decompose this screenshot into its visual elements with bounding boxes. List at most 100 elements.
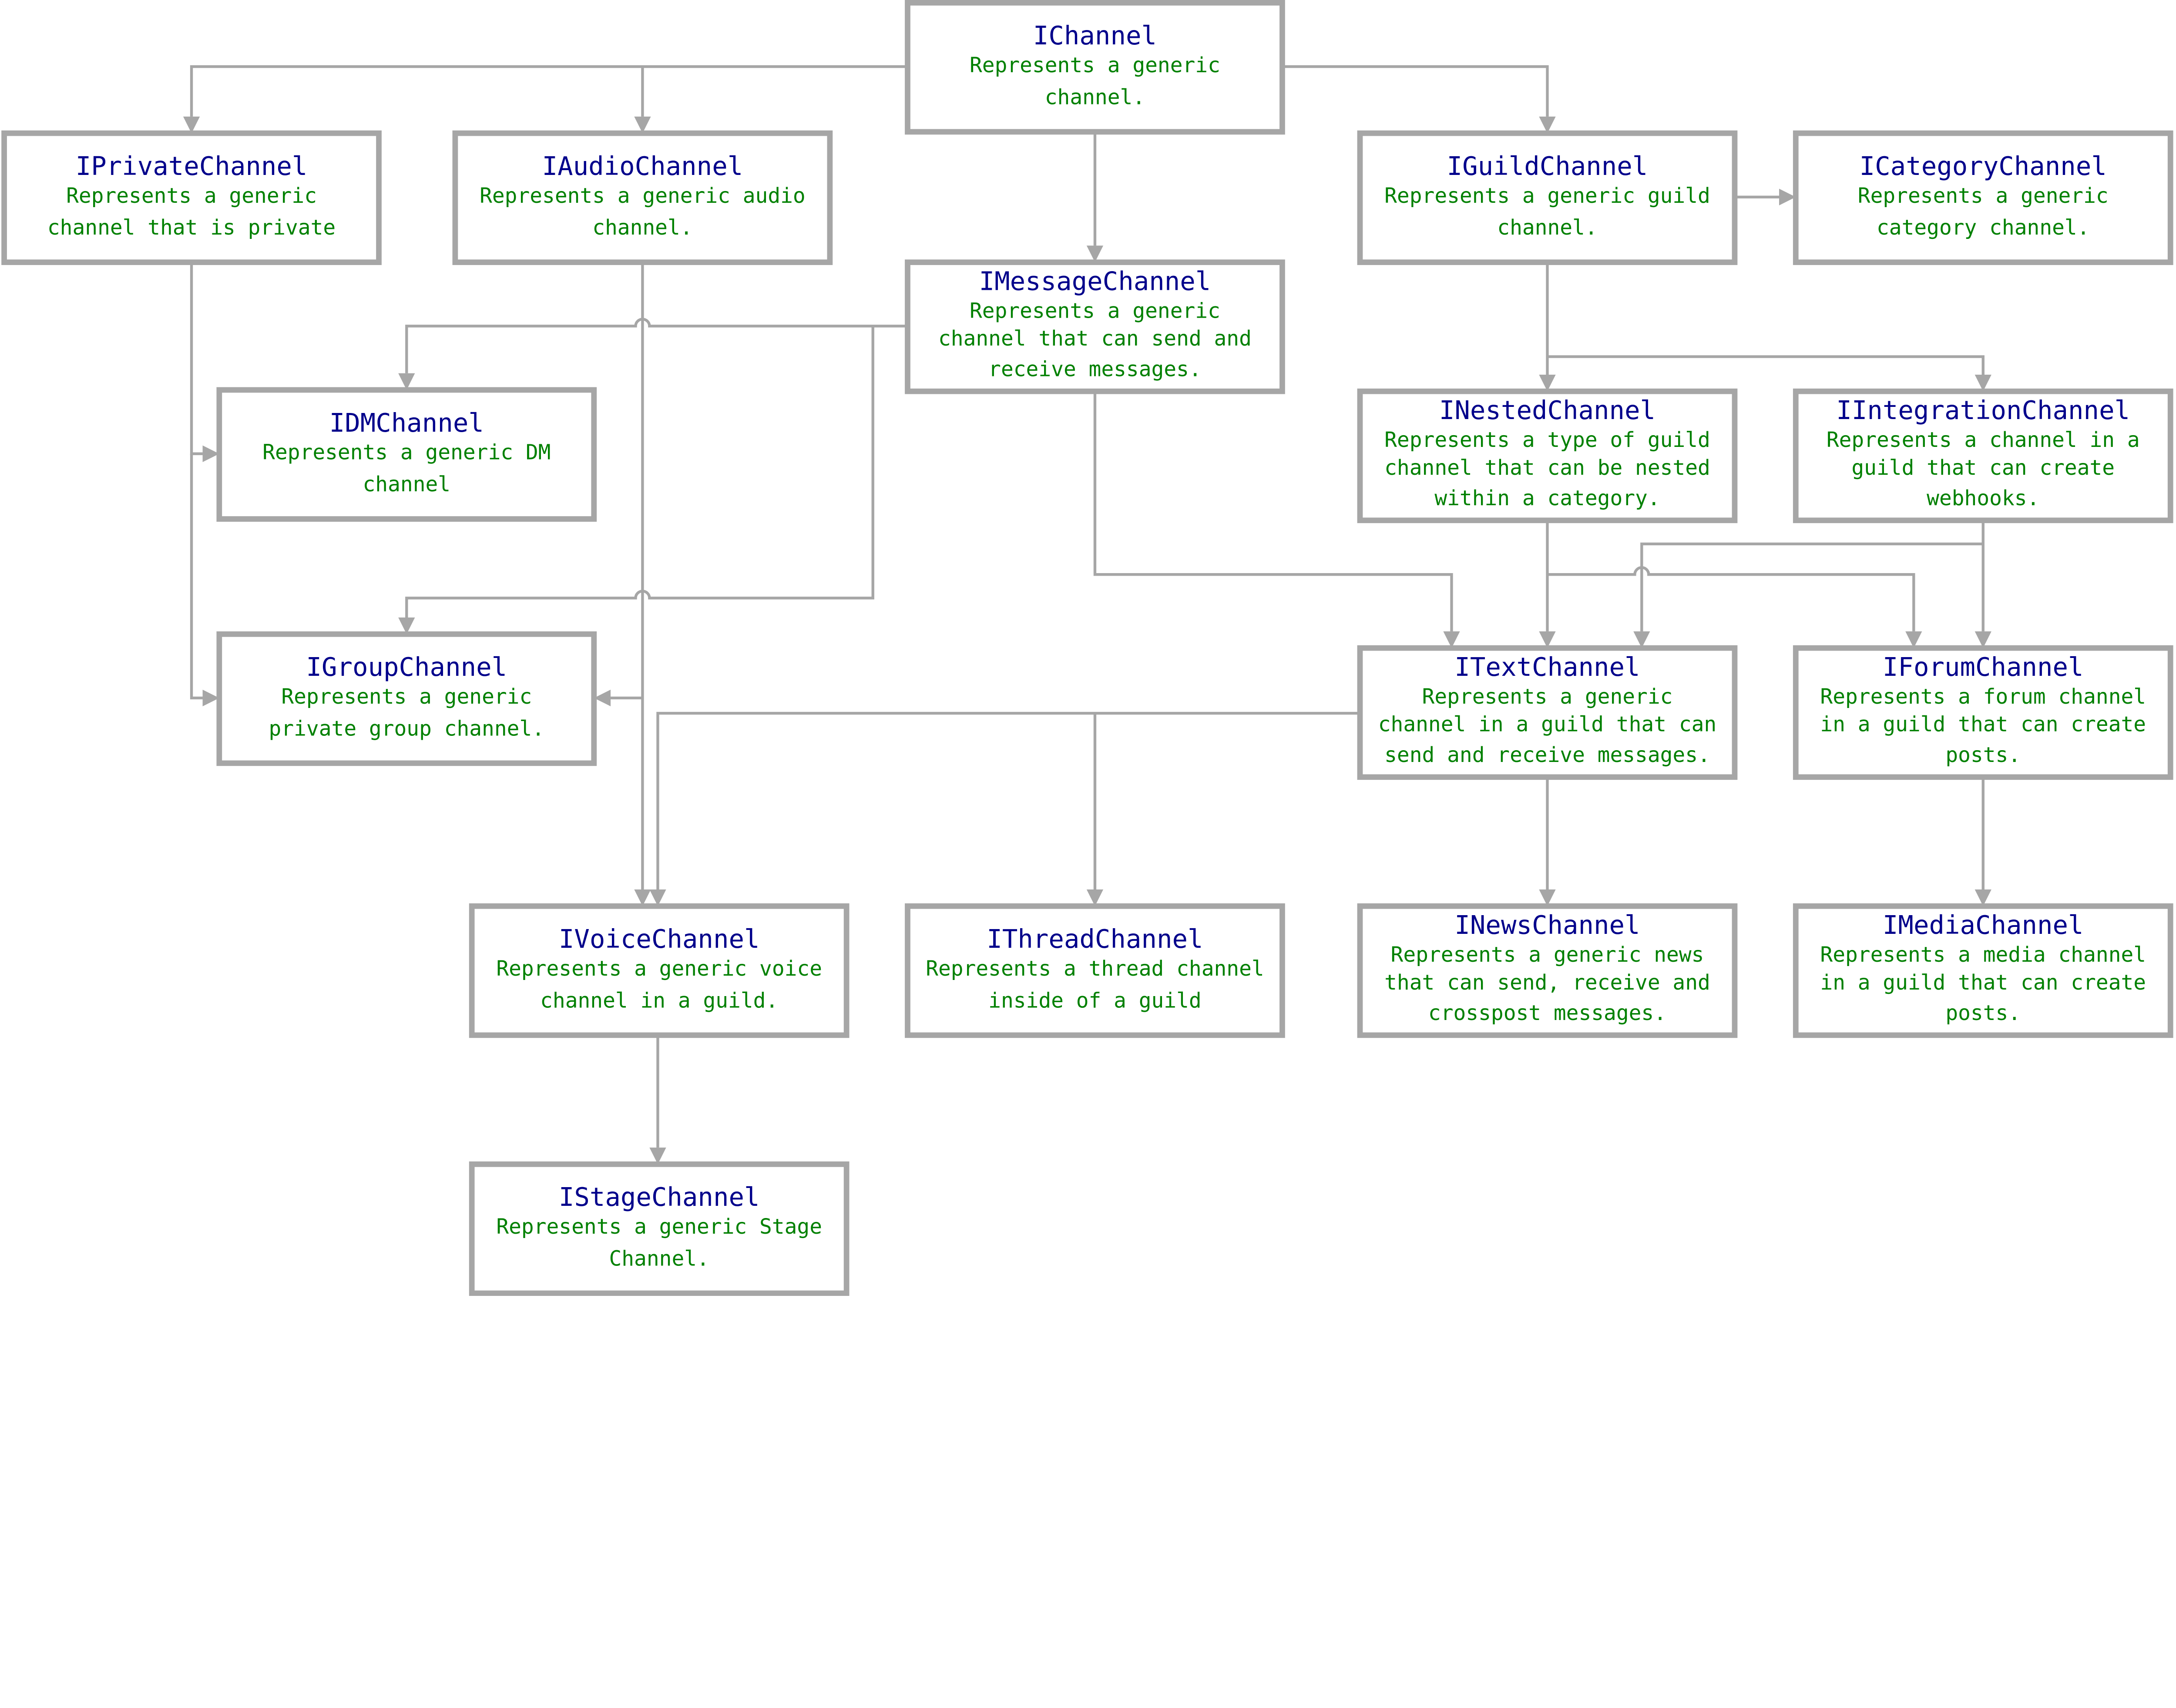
arrowhead-icon xyxy=(202,445,219,462)
edge-itextchannel-to-ivoicechannel xyxy=(649,711,1360,906)
arrowhead-icon xyxy=(398,617,415,634)
node-title: IDMChannel xyxy=(329,408,484,438)
arrowhead-icon xyxy=(1633,631,1650,648)
arrowhead-icon xyxy=(1086,245,1104,262)
node-box xyxy=(1357,388,1738,523)
node-title: IPrivateChannel xyxy=(76,151,308,181)
node-description-line: Channel. xyxy=(609,1247,709,1271)
arrowhead-icon xyxy=(1443,631,1460,648)
node-description-line: channel in a guild that can xyxy=(1378,713,1716,737)
node-box xyxy=(469,1161,850,1296)
node-box xyxy=(905,259,1285,394)
node-description-line: channel xyxy=(363,473,451,497)
node-description-line: guild that can create xyxy=(1851,456,2115,480)
node-description-line: Represents a forum channel xyxy=(1820,685,2146,709)
node-description-line: that can send, receive and xyxy=(1384,971,1710,995)
node-box xyxy=(1357,645,1738,780)
node-description-line: Represents a thread channel xyxy=(926,957,1264,981)
edge-iforumchannel-to-imediachannel xyxy=(1975,777,1991,906)
arrowhead-icon xyxy=(634,889,651,906)
edge-itextchannel-to-ithreadchannel xyxy=(1086,713,1104,906)
node-title: INewsChannel xyxy=(1454,910,1640,940)
edge-iguildchannel-to-inestedchannel xyxy=(1539,261,1556,392)
node-title: IMediaChannel xyxy=(1883,910,2084,940)
node-title: IChannel xyxy=(1033,20,1157,50)
node-box xyxy=(1357,903,1738,1038)
node-description-line: crosspost messages. xyxy=(1428,1001,1666,1025)
node-title: IIntegrationChannel xyxy=(1836,395,2130,425)
node-box xyxy=(905,903,1285,1038)
edge-iguildchannel-to-iintegrationchannel xyxy=(1547,355,1991,392)
node-description-line: Represents a channel in a xyxy=(1827,428,2140,452)
node-description-line: Represents a generic voice xyxy=(496,957,822,981)
node-title: IThreadChannel xyxy=(987,924,1203,954)
node-description-line: inside of a guild xyxy=(988,989,1202,1013)
connector-line xyxy=(1640,542,1983,631)
node-description-line: Represents a generic audio xyxy=(480,184,806,208)
node-description-line: Represents a generic xyxy=(970,299,1220,323)
node-description-line: Represents a generic xyxy=(970,54,1220,77)
edge-imessagechannel-to-idmchannel xyxy=(398,318,908,390)
edge-iintegrationchannel-to-iforumchannel xyxy=(1975,520,1991,648)
node-description-line: Represents a generic xyxy=(66,184,317,208)
connector-line xyxy=(190,453,203,700)
arrowhead-icon xyxy=(1539,889,1556,906)
node-description-line: Represents a media channel xyxy=(1820,943,2146,967)
edge-iguildchannel-to-icategorychannel xyxy=(1734,188,1796,205)
node-box xyxy=(1793,130,2173,265)
edge-ichannel-to-imessagechannel xyxy=(1086,131,1104,262)
node-description-line: channel that can be nested xyxy=(1384,456,1710,480)
node-box xyxy=(452,130,833,265)
node-description-line: Represents a generic DM xyxy=(262,441,551,465)
arrowhead-icon xyxy=(1086,889,1104,906)
node-title: IForumChannel xyxy=(1883,652,2084,682)
edge-ivoicechannel-to-istagechannel xyxy=(649,1035,666,1164)
node-title: INestedChannel xyxy=(1439,395,1656,425)
edge-ichannel-to-iguildchannel xyxy=(1282,65,1556,134)
node-box xyxy=(216,631,597,766)
node-title: IGroupChannel xyxy=(306,652,507,682)
node-description-line: channel. xyxy=(592,216,692,240)
node-description-line: Represents a generic guild xyxy=(1384,184,1710,208)
node-box xyxy=(1357,130,1738,265)
arrowhead-icon xyxy=(1975,374,1991,392)
node-description-line: private group channel. xyxy=(269,717,544,741)
edge-ichannel-to-iprivatechannel xyxy=(183,65,908,134)
arrowhead-icon xyxy=(1905,631,1922,648)
edge-imessagechannel-to-itextchannel xyxy=(1093,391,1460,648)
node-title: IMessageChannel xyxy=(979,266,1211,296)
node-box xyxy=(1,130,382,265)
arrowhead-icon xyxy=(1779,188,1796,205)
edges-layer xyxy=(183,65,1991,1164)
node-description-line: webhooks. xyxy=(1927,487,2039,510)
node-description-line: channel. xyxy=(1497,216,1597,240)
connector-line xyxy=(1547,566,1915,631)
node-title: IStageChannel xyxy=(559,1182,760,1212)
edge-itextchannel-to-inewschannel xyxy=(1539,777,1556,906)
edge-imessagechannel-to-igroupchannel xyxy=(398,326,874,634)
node-box xyxy=(905,0,1285,135)
node-description-line: in a guild that can create xyxy=(1820,971,2146,995)
connector-line xyxy=(1282,65,1549,117)
node-description-line: Represents a generic Stage xyxy=(496,1215,822,1239)
connector-line xyxy=(1093,391,1453,631)
node-title: IAudioChannel xyxy=(542,151,743,181)
node-title: IVoiceChannel xyxy=(559,924,760,954)
node-description-line: send and receive messages. xyxy=(1384,743,1710,767)
node-title: IGuildChannel xyxy=(1447,151,1648,181)
node-description-line: receive messages. xyxy=(988,357,1202,381)
node-box xyxy=(1793,645,2173,780)
arrowhead-icon xyxy=(1975,889,1991,906)
node-description-line: category channel. xyxy=(1877,216,2090,240)
arrowhead-icon xyxy=(183,116,200,134)
arrowhead-icon xyxy=(1539,116,1556,134)
